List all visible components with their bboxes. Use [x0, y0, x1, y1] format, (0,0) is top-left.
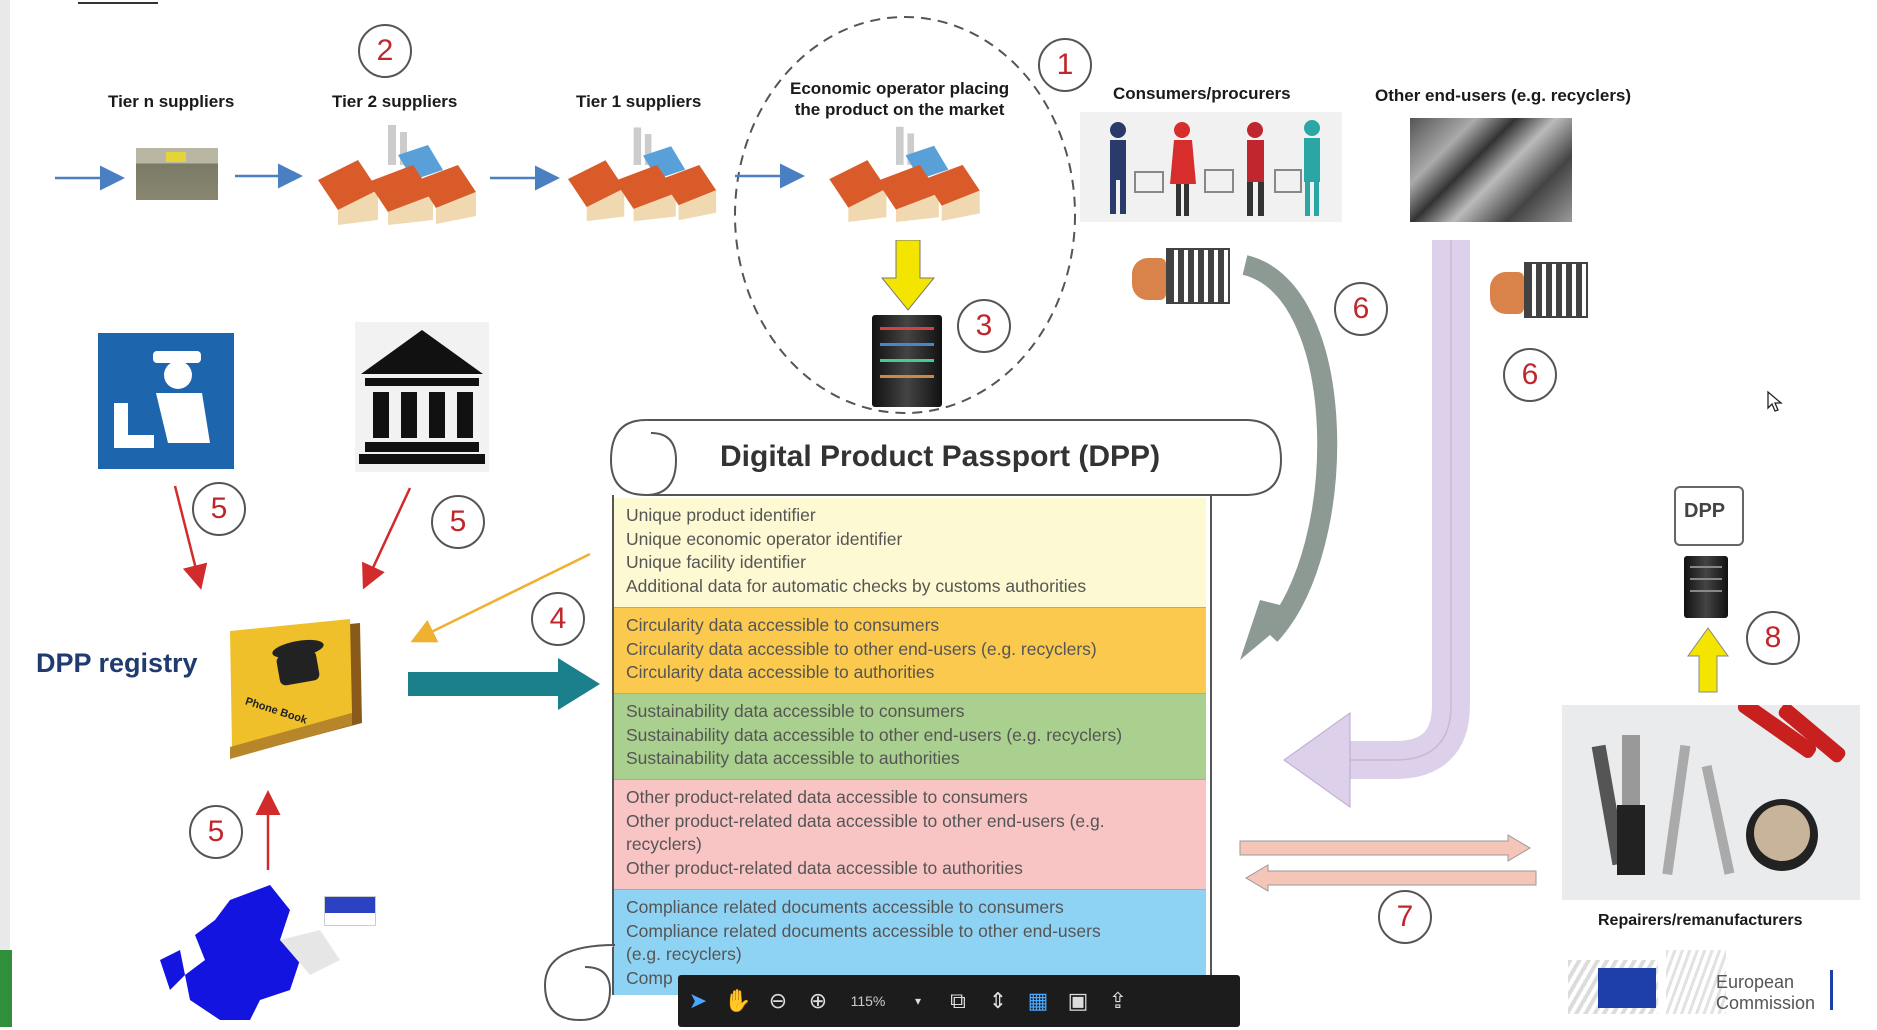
dpp-body-frame: [612, 495, 1212, 995]
other-end-users-label: Other end-users (e.g. recyclers): [1375, 86, 1632, 105]
recyclers-photo: [1410, 118, 1572, 222]
commission-text-line1: European: [1716, 972, 1795, 992]
qr-scan-icon-recyclers: [1490, 262, 1588, 318]
dpp-line: Other product-related data accessible to…: [626, 810, 1105, 831]
select-arrow-icon[interactable]: ➤: [688, 988, 708, 1013]
dpp-title: Digital Product Passport (DPP): [720, 440, 1161, 473]
yellow-up-arrow: [1687, 627, 1729, 693]
left-green-bar: [0, 950, 12, 1027]
dpp-line: Circularity data accessible to other end…: [626, 638, 1097, 659]
left-margin-bar: [0, 0, 10, 1027]
field-photo-icon: [136, 148, 218, 200]
dpp-registry-label: DPP registry: [36, 648, 198, 678]
dpp-to-registry-arrow: [410, 552, 591, 643]
viewer-toolbar: ➤ ✋ ⊖ ⊕ 115% ▾ ⧉ ⇕ ▦ ▣ ⇪: [678, 975, 1240, 1027]
repairer-server-icon: [1684, 556, 1728, 618]
dpp-line: Sustainability data accessible to other …: [626, 724, 1123, 745]
qr-scan-icon-consumers: [1132, 248, 1230, 304]
zoom-in-icon[interactable]: ⊕: [808, 988, 828, 1013]
dpp-line: Comp: [626, 967, 673, 988]
step-number-1: 1: [1038, 38, 1092, 92]
step-number-8: 8: [1746, 611, 1800, 665]
hand-icon[interactable]: ✋: [724, 988, 752, 1013]
dpp-scroll-header: [609, 419, 1283, 497]
step-number-2: 2: [358, 24, 412, 78]
dpp-line: Circularity data accessible to authoriti…: [626, 662, 935, 682]
top-rule: [78, 2, 158, 4]
zoom-level-display[interactable]: 115%: [850, 993, 886, 1009]
dpp-line: Sustainability data accessible to author…: [626, 748, 960, 768]
commission-text-line2: Commission: [1716, 993, 1816, 1013]
mouse-cursor-icon: [1767, 390, 1783, 412]
repair-tools-photo: [1562, 697, 1860, 900]
registry-to-dpp-arrow: [408, 658, 600, 710]
step-number-7: 7: [1378, 890, 1432, 944]
government-to-registry-arrow: [362, 487, 412, 590]
fullscreen-icon[interactable]: ▣: [1067, 988, 1089, 1013]
step-number-6-consumers: 6: [1334, 282, 1388, 336]
dpp-line: Other product-related data accessible to…: [626, 787, 1028, 807]
fit-page-icon[interactable]: ⇕: [988, 988, 1008, 1013]
factory-icon-tier-1: [568, 127, 717, 222]
consumer-return-arrow: [1240, 255, 1338, 660]
dpp-line: Unique economic operator identifier: [626, 528, 903, 549]
economic-operator-label: Economic operator placing the product on…: [790, 78, 1009, 120]
dpp-line: (e.g. recyclers): [626, 944, 742, 964]
share-icon[interactable]: ⇪: [1108, 988, 1128, 1013]
tier-n-label: Tier n suppliers: [108, 92, 235, 111]
supply-chain-arrows: [55, 163, 805, 191]
step-number-5-customs: 5: [192, 482, 246, 536]
customs-officer-icon: [98, 333, 234, 469]
recycler-return-arrow: [1283, 240, 1470, 808]
zoom-dropdown-icon[interactable]: ▾: [914, 994, 922, 1008]
step-number-5-eu: 5: [189, 805, 243, 859]
server-icon: [872, 315, 942, 407]
fit-width-icon[interactable]: ▦: [1027, 988, 1049, 1013]
dpp-line: Unique facility identifier: [626, 552, 806, 572]
step-number-4: 4: [531, 592, 585, 646]
eu-flag-small: [324, 896, 376, 926]
factory-icon-operator: [829, 126, 980, 222]
dpp-line: Unique product identifier: [626, 505, 816, 525]
dpp-repairers-exchange-arrows: [1239, 834, 1537, 892]
phone-book-icon: Phone Book: [200, 613, 365, 768]
european-commission-logo: European Commission: [1568, 950, 1838, 1014]
eu-map-icon: [150, 880, 350, 1025]
dpp-line: Other product-related data accessible to…: [626, 857, 1023, 878]
step-number-6-recyclers: 6: [1503, 348, 1557, 402]
consumers-photo: [1080, 112, 1342, 222]
dpp-line: Compliance related documents accessible …: [626, 920, 1101, 941]
dpp-document-label: DPP: [1684, 500, 1726, 522]
zoom-out-icon[interactable]: ⊖: [768, 988, 788, 1013]
dpp-line: Additional data for automatic checks by …: [626, 575, 1087, 596]
dpp-line: Compliance related documents accessible …: [626, 897, 1064, 917]
dpp-section-other-data: Other product-related data accessible to…: [614, 780, 1206, 890]
tier-2-label: Tier 2 suppliers: [332, 92, 458, 111]
dpp-document-icon: DPP: [1674, 486, 1744, 546]
economic-operator-dashed-oval: [734, 16, 1076, 414]
step-number-3: 3: [957, 299, 1011, 353]
dpp-line: Circularity data accessible to consumers: [626, 615, 940, 635]
dpp-section-identifiers: Unique product identifier Unique economi…: [614, 498, 1206, 608]
tier-1-label: Tier 1 suppliers: [576, 92, 702, 111]
factory-icon-tier-2: [318, 125, 476, 225]
dpp-line: Sustainability data accessible to consum…: [626, 701, 965, 721]
dpp-scroll-footer-curl: [543, 944, 616, 1022]
dpp-section-sustainability: Sustainability data accessible to consum…: [614, 694, 1206, 780]
yellow-down-arrow: [880, 240, 936, 311]
customs-to-registry-arrow: [173, 485, 208, 590]
dpp-section-circularity: Circularity data accessible to consumers…: [614, 608, 1206, 694]
repairers-label: Repairers/remanufacturers: [1598, 912, 1803, 929]
authority-arrows: [173, 485, 412, 870]
dpp-line: recyclers): [626, 834, 702, 854]
economic-operator-label-line1: Economic operator placing: [790, 79, 1010, 98]
government-building-icon: [355, 322, 489, 472]
step-number-5-government: 5: [431, 495, 485, 549]
copy-icon[interactable]: ⧉: [950, 988, 966, 1013]
economic-operator-label-line2: the product on the market: [794, 100, 1005, 119]
consumers-label: Consumers/procurers: [1113, 84, 1291, 103]
